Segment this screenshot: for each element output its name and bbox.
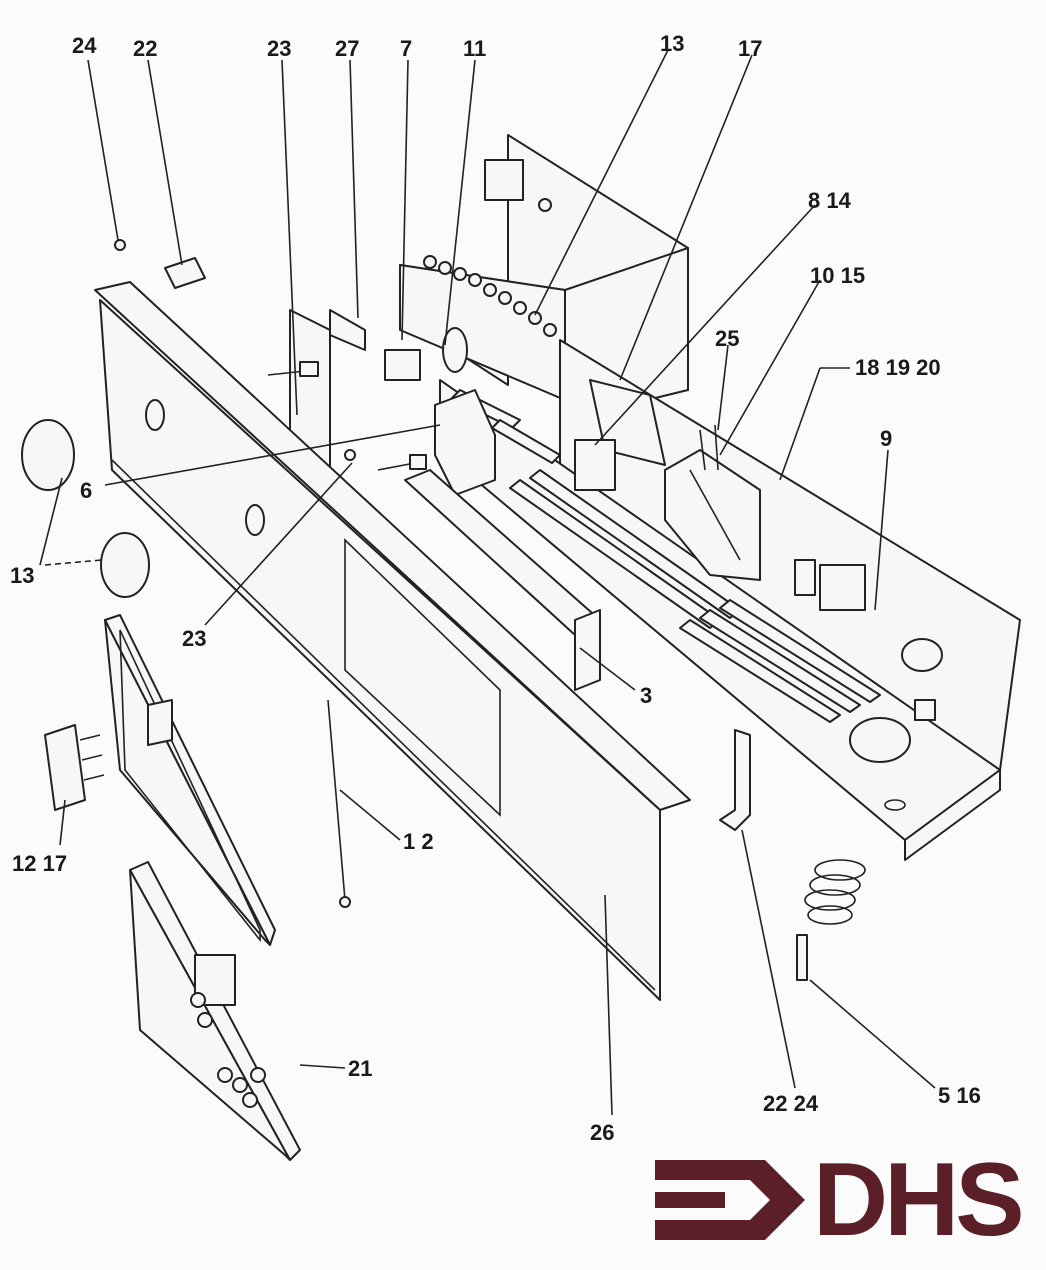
logo-hook-mark <box>655 1160 805 1240</box>
fan-bracket <box>664 424 761 581</box>
mounting-clip <box>164 257 206 289</box>
relay-block <box>574 379 666 491</box>
gasket-frame <box>104 614 276 946</box>
rocker-switch <box>44 724 105 811</box>
callout-21: 21 <box>348 1056 373 1081</box>
callout-10-15: 10 15 <box>810 263 866 288</box>
screws <box>114 239 427 471</box>
callout-8-14: 8 14 <box>808 188 851 213</box>
callout-12-17: 12 17 <box>12 851 68 876</box>
callout-23-mid: 23 <box>182 626 207 651</box>
callout-23-top: 23 <box>267 36 292 61</box>
spring <box>796 859 866 981</box>
callout-22-top: 22 <box>133 36 158 61</box>
callout-13-top: 13 <box>660 31 685 56</box>
terminal-strip <box>423 198 557 337</box>
callout-3: 3 <box>640 683 653 708</box>
callout-25: 25 <box>715 326 740 351</box>
knobs <box>21 419 150 598</box>
callout-17-top: 17 <box>738 36 763 61</box>
callout-13-left: 13 <box>10 563 35 588</box>
callout-26: 26 <box>590 1120 615 1145</box>
callout-9: 9 <box>880 426 893 451</box>
vent-slots <box>451 389 881 723</box>
plate-components <box>794 559 943 811</box>
left-bracket <box>289 309 468 481</box>
front-panel <box>94 281 691 1001</box>
callout-24-top: 24 <box>72 33 97 58</box>
callout-6: 6 <box>80 478 93 503</box>
logo-text: DHS <box>813 1142 1025 1258</box>
rear-circuit-board <box>399 134 689 421</box>
transformer <box>434 389 496 496</box>
heatsink-strip <box>404 469 601 691</box>
dhs-logo: DHS <box>655 1142 1025 1258</box>
callout-22-24: 22 24 <box>763 1091 819 1116</box>
lower-bracket <box>719 729 751 831</box>
callout-27: 27 <box>335 36 360 61</box>
control-overlay <box>129 861 301 1161</box>
leader-lines <box>39 49 936 1116</box>
callout-5-16: 5 16 <box>938 1083 981 1108</box>
rod <box>327 699 351 908</box>
callout-1-2: 1 2 <box>403 829 434 854</box>
callout-7: 7 <box>400 36 413 61</box>
callout-11: 11 <box>463 36 487 61</box>
callout-18-19-20: 18 19 20 <box>855 355 941 380</box>
